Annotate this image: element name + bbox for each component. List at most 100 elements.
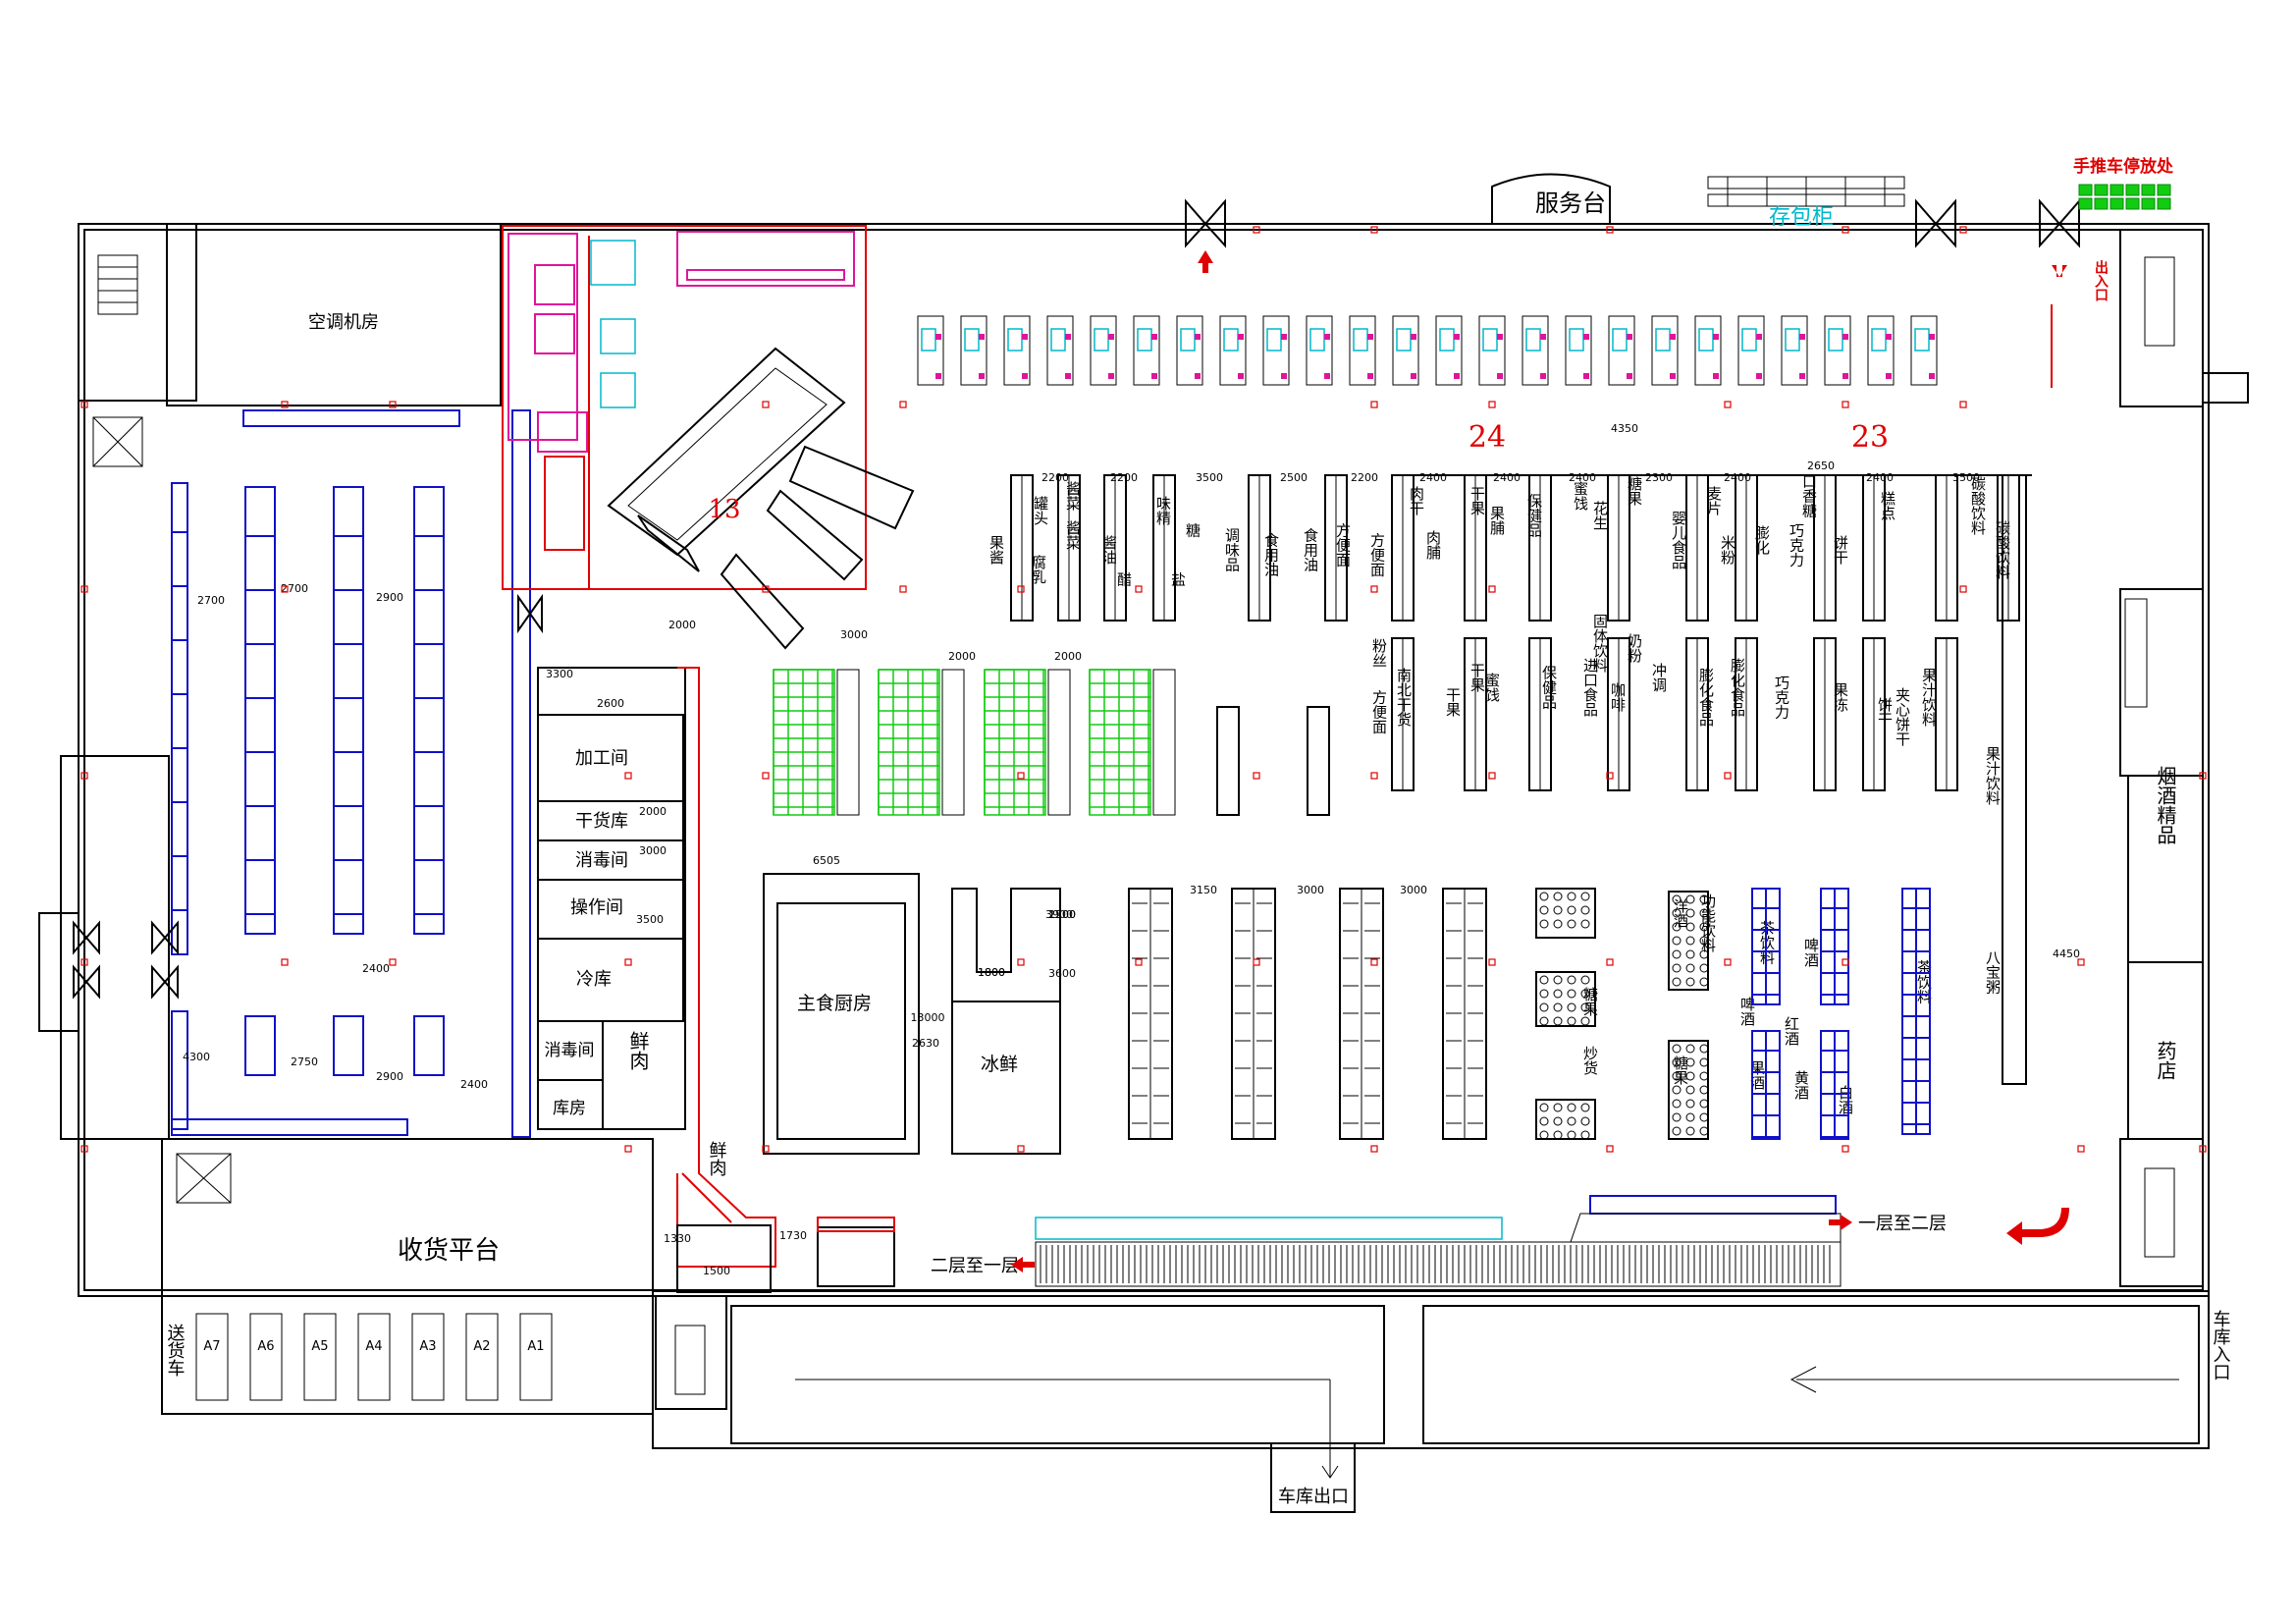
warehouse-rack [245,487,275,934]
bulk-pattern [1686,950,1694,958]
bulk-pattern [1700,978,1708,986]
shelf-label: 饼干 [1832,535,1849,565]
bulk-bin [1536,889,1595,938]
shelf-label: 糖 [1184,523,1201,538]
bulk-pattern [1540,1104,1548,1111]
checkout-marker [1583,373,1589,379]
shelf-label: 麦片 [1705,486,1723,515]
loading-dock [196,1314,228,1400]
checkout-register [1570,329,1583,351]
column-marker [1725,402,1731,407]
shelf-label: 白酒 [1837,1085,1854,1114]
checkout-marker [1195,373,1201,379]
bulk-pattern [1568,1017,1575,1025]
shelf-label: 八宝粥 [1984,950,2002,995]
bulk-pattern [1700,1113,1708,1121]
bulk-pattern [1673,978,1681,986]
column-marker [1489,773,1495,779]
shelf-label: 夹心饼干 [1894,687,1911,746]
dimension-label: 2400 [1866,471,1894,484]
shelf-label: 味精 [1154,496,1172,525]
dimension-label: 6505 [813,854,840,867]
column-marker [1842,402,1848,407]
shelf-label: 罐头 [1032,496,1049,525]
bulk-pattern [1673,964,1681,972]
column-marker [2078,1146,2084,1152]
storage-cabinet-label: 存包柜 [1769,205,1834,230]
display-units [1217,707,1329,815]
escalators [1036,1196,1841,1286]
shelf-label: 酱菜 [1064,520,1082,550]
column-marker [1254,773,1259,779]
shelf-label: 方便面 [1334,523,1352,568]
receiving-platform-label: 收货平台 [398,1236,500,1266]
column-marker [763,773,769,779]
down-2-to-1-label: 二层至一层 [931,1256,1019,1276]
shelf-label: 盐 [1169,572,1187,587]
checkout-register [1483,329,1497,351]
bulk-pattern [1700,1045,1708,1053]
dimension-label: 13000 [911,1011,945,1024]
column-marker [1371,773,1377,779]
shelf-label: 果脯 [1488,506,1506,536]
dimension-label: 2600 [597,697,624,710]
checkout-marker [1670,334,1676,340]
shelf-label: 方便面 [1370,690,1388,734]
operation-room-label: 操作间 [570,897,623,918]
checkout-marker [1756,373,1762,379]
service-desk-label: 服务台 [1535,189,1606,217]
bulk-pattern [1686,978,1694,986]
dock-label: A4 [365,1339,382,1354]
dimension-label: 1730 [779,1229,807,1242]
column-marker [1018,1146,1024,1152]
checkout-marker [1540,334,1546,340]
loading-dock [466,1314,498,1400]
column-marker [625,773,631,779]
warehouse-rack [414,1016,444,1075]
column-marker [1960,586,1966,592]
dimension-label: 2400 [362,962,390,975]
checkout-register [1310,329,1324,351]
shelf-labels: 果酱罐头酱菜腐乳酱菜酱油醋味精盐糖调味品食用油食用油方便面方便面肉干肉脯干果果脯… [988,474,2011,1115]
bulk-pattern [1568,1131,1575,1139]
column-marker [1725,959,1731,965]
column-marker [625,1146,631,1152]
bulk-pattern [1540,906,1548,914]
shelf-label: 糕点 [1879,491,1896,520]
pharmacy-label: 药店 [2154,1041,2177,1080]
shelf-label: 红酒 [1783,1016,1800,1046]
garage-entrance-label: 车库入口 [2211,1310,2231,1380]
checkout-register [1051,329,1065,351]
checkout-marker [1756,334,1762,340]
warehouse-bottom-rack [172,1119,407,1135]
cart-slot [2158,198,2170,209]
bulk-pattern [1554,1104,1562,1111]
dimension-label: 3500 [1952,471,1980,484]
checkout-register [1829,329,1842,351]
column-marker [1371,959,1377,965]
bulk-pattern [1568,1003,1575,1011]
bulk-pattern [1568,1104,1575,1111]
checkout-marker [935,334,941,340]
shelf-label: 食用油 [1302,528,1319,572]
checkout-marker [1281,334,1287,340]
dimension-label: 3150 [1190,884,1217,896]
checkout-marker [1713,334,1719,340]
checkout-marker [1713,373,1719,379]
outer-walls [39,224,2209,1512]
shelf-label: 膨化食品 [1697,668,1715,727]
bulk-pattern [1700,1072,1708,1080]
checkout-register [1008,329,1022,351]
bulk-pattern [1540,893,1548,900]
shelf-label: 糖果 [1581,987,1599,1016]
loading-dock [412,1314,444,1400]
cart-slot [2110,185,2123,195]
dimension-label: 2000 [668,619,696,631]
shelf-label: 果酱 [988,535,1005,565]
dock-label: A1 [527,1339,544,1354]
dimension-label: 2400 [1569,471,1596,484]
bulk-pattern [1686,964,1694,972]
dimension-label: 2400 [1493,471,1521,484]
cart-slot [2142,198,2155,209]
shelf-label: 婴儿食品 [1670,511,1687,569]
